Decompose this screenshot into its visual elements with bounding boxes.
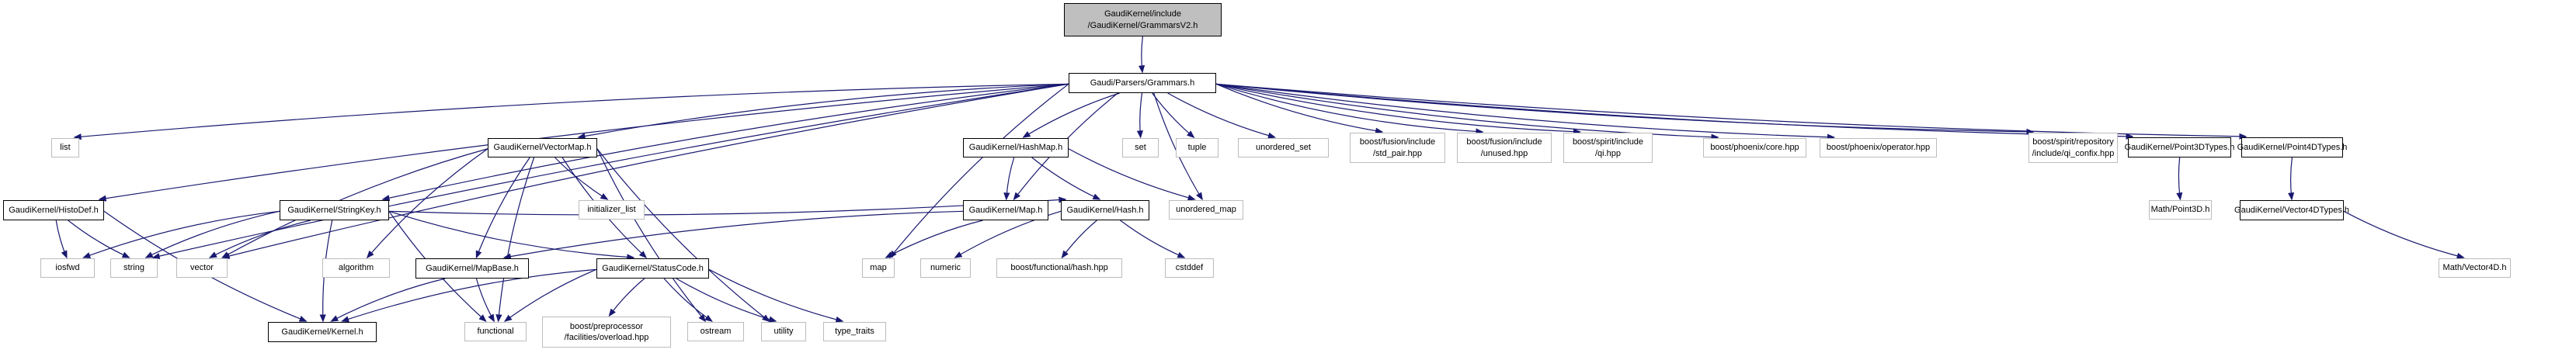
edge-point4dtypes-to-vector4dtypes (2288, 157, 2295, 201)
node-unused: boost/fusion/include /unused.hpp (1457, 133, 1552, 163)
node-histodef[interactable]: GaudiKernel/HistoDef.h (3, 200, 104, 220)
node-math_point3d: Math/Point3D.h (2149, 200, 2212, 220)
edge-hash_h-to-cstddef (1120, 220, 1186, 258)
edge-grammars-to-set (1136, 92, 1143, 139)
edge-grammars-to-qi_confix (1215, 83, 2035, 135)
edge-map_h-to-map_std (885, 220, 983, 258)
edge-statuscode-to-ostream (663, 278, 713, 322)
edge-grammars-to-tuple (1152, 92, 1195, 138)
edge-histodef-to-string (68, 220, 130, 258)
node-functional: functional (464, 322, 527, 341)
edge-main-to-grammars (1139, 36, 1145, 74)
node-phoenix_core: boost/phoenix/core.hpp (1703, 138, 1806, 157)
node-main: GaudiKernel/include /GaudiKernel/Grammar… (1064, 3, 1222, 36)
node-stringkey[interactable]: GaudiKernel/StringKey.h (280, 200, 389, 220)
node-hash_h[interactable]: GaudiKernel/Hash.h (1061, 200, 1149, 220)
edge-grammars-to-qi (1215, 83, 1582, 135)
node-unordered_map: unordered_map (1169, 200, 1243, 220)
node-qi_confix: boost/spirit/repository /include/qi_conf… (2028, 133, 2118, 163)
edge-statuscode-to-type_traits (708, 268, 844, 323)
edge-hashmap-to-map_h (1003, 157, 1015, 201)
node-kernel[interactable]: GaudiKernel/Kernel.h (268, 322, 377, 342)
edge-vectormap-to-ostream (596, 148, 707, 323)
node-map_h[interactable]: GaudiKernel/Map.h (963, 200, 1048, 220)
edge-grammars-to-list (73, 83, 1069, 140)
node-hash_hpp: boost/functional/hash.hpp (996, 258, 1122, 278)
node-vectormap[interactable]: GaudiKernel/VectorMap.h (488, 138, 597, 157)
node-list: list (51, 138, 79, 157)
node-algorithm: algorithm (322, 258, 390, 278)
edge-vectormap-to-initializer_list (554, 157, 609, 200)
edge-grammars-to-map_std (889, 83, 1069, 259)
edge-hashmap-to-hash_h (1031, 157, 1101, 200)
edge-grammars-to-hashmap (1022, 92, 1120, 138)
node-tuple: tuple (1176, 138, 1218, 157)
node-numeric: numeric (920, 258, 971, 278)
node-unordered_set: unordered_set (1238, 138, 1329, 157)
node-statuscode[interactable]: GaudiKernel/StatusCode.h (596, 258, 709, 279)
node-iosfwd: iosfwd (40, 258, 95, 278)
edge-point3dtypes-to-math_point3d (2176, 157, 2183, 201)
node-map_std: map (862, 258, 895, 278)
node-initializer_list: initializer_list (579, 200, 645, 220)
node-ostream: ostream (687, 322, 744, 341)
edge-grammars-to-point3dtypes (1215, 83, 2134, 140)
edge-map_h-to-mapbase (502, 210, 964, 260)
node-type_traits: type_traits (823, 322, 886, 341)
node-vector4dtypes[interactable]: GaudiKernel/Vector4DTypes.h (2234, 200, 2349, 220)
node-math_vector4d: Math/Vector4D.h (2439, 258, 2511, 278)
edge-vectormap-to-algorithm (366, 148, 488, 259)
edge-statuscode-to-kernel (341, 268, 597, 323)
edge-stringkey-to-vector (208, 220, 311, 258)
edge-hash_h-to-hash_hpp (1061, 220, 1097, 259)
edge-stringkey-to-statuscode (388, 210, 635, 261)
edge-grammars-to-string (151, 83, 1069, 260)
node-cstddef: cstddef (1165, 258, 1214, 278)
node-phoenix_op: boost/phoenix/operator.hpp (1820, 138, 1937, 157)
edge-grammars-to-stringkey (381, 83, 1069, 202)
edge-vectormap-to-utility (596, 148, 770, 322)
edge-statuscode-to-functional (503, 268, 597, 322)
edge-vector4dtypes-to-math_vector4d (2343, 210, 2465, 259)
node-overload: boost/preprocessor /facilities/overload.… (542, 317, 671, 348)
node-set: set (1122, 138, 1159, 157)
node-grammars[interactable]: Gaudi/Parsers/Grammars.h (1069, 73, 1216, 93)
edge-grammars-to-unused (1215, 83, 1484, 135)
edge-vectormap-to-functional (495, 157, 535, 323)
node-vector: vector (176, 258, 228, 278)
node-point3dtypes[interactable]: GaudiKernel/Point3DTypes.h (2125, 137, 2234, 157)
edge-stringkey-to-string (144, 210, 280, 258)
node-mapbase[interactable]: GaudiKernel/MapBase.h (415, 258, 529, 279)
edge-grammars-to-point4dtypes (1215, 83, 2247, 140)
node-point4dtypes[interactable]: GaudiKernel/Point4DTypes.h (2237, 137, 2347, 157)
node-qi: boost/spirit/include /qi.hpp (1563, 133, 1653, 163)
edge-histodef-to-iosfwd (55, 220, 68, 259)
edge-grammars-to-vector (221, 83, 1069, 259)
edge-statuscode-to-overload (608, 278, 645, 317)
edge-grammars-to-unordered_set (1167, 92, 1277, 139)
edge-stringkey-to-iosfwd (82, 210, 280, 258)
edge-statuscode-to-utility (676, 278, 777, 323)
edge-grammars-to-unordered_map (1153, 92, 1203, 201)
edge-mapbase-to-kernel (330, 278, 446, 322)
edge-grammars-to-vectormap (577, 83, 1069, 140)
node-string: string (110, 258, 158, 278)
edge-hashmap-to-unordered_map (1068, 148, 1196, 201)
edge-vectormap-to-vector (221, 148, 488, 258)
node-std_pair: boost/fusion/include /std_pair.hpp (1350, 133, 1445, 163)
edge-mapbase-to-functional (475, 278, 495, 323)
node-hashmap[interactable]: GaudiKernel/HashMap.h (963, 138, 1069, 157)
node-utility: utility (761, 322, 806, 341)
edge-grammars-to-phoenix_op (1215, 83, 1836, 140)
edge-grammars-to-std_pair (1215, 83, 1384, 134)
edge-vectormap-to-mapbase (475, 157, 530, 259)
